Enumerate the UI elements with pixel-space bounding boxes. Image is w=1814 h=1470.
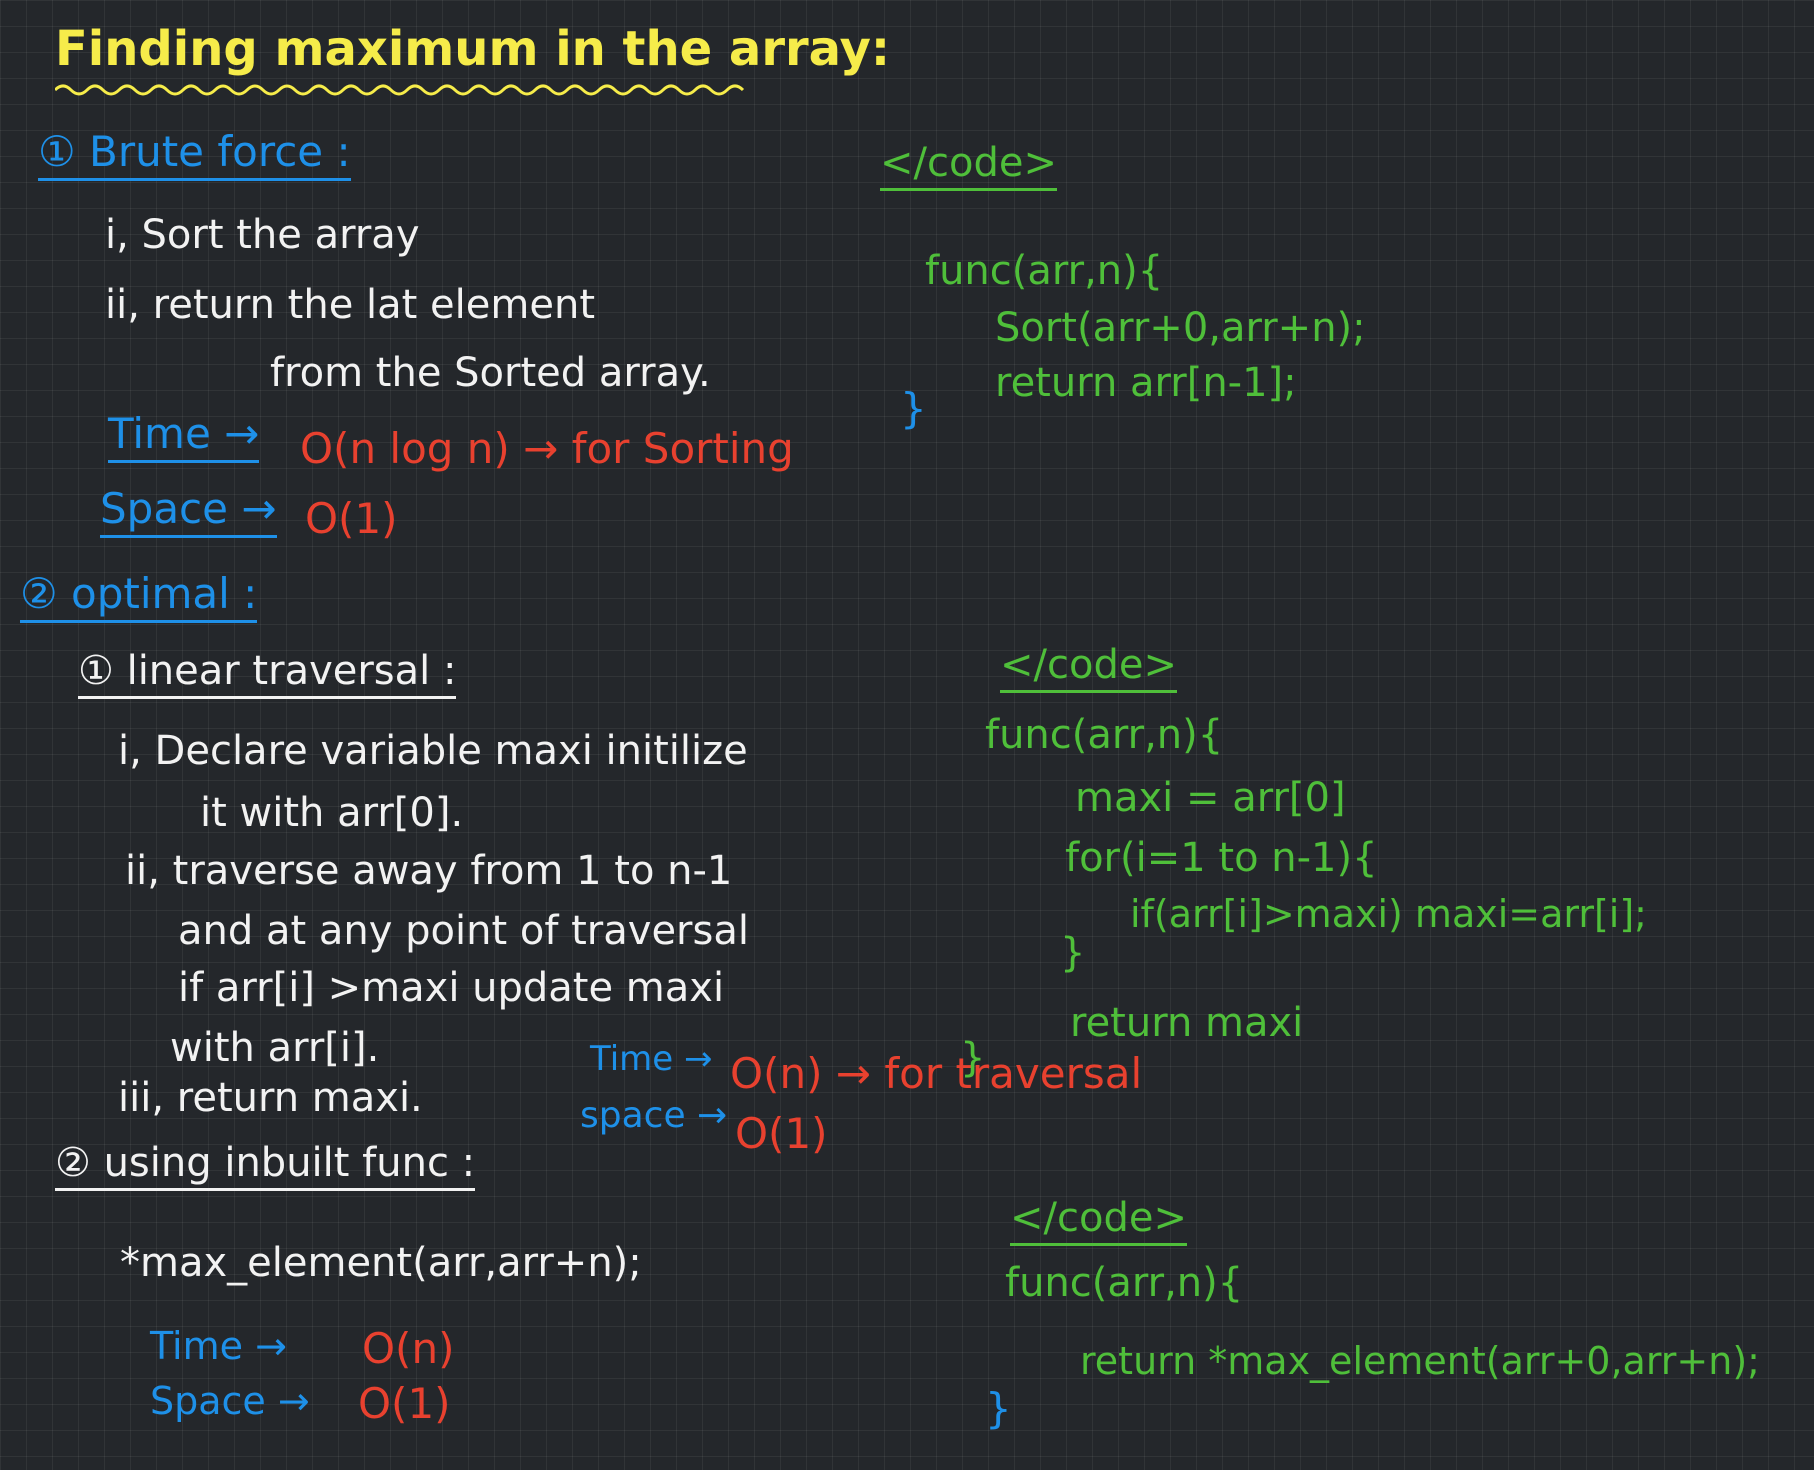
linear-step: i, Declare variable maxi initilize: [118, 728, 748, 774]
brute-time-value: O(n log n) → for Sorting: [300, 424, 794, 473]
linear-code-tag: </code>: [1000, 642, 1177, 693]
brute-code-tag: </code>: [880, 140, 1057, 191]
linear-code-line: for(i=1 to n-1){: [1065, 835, 1378, 881]
brute-code-brace: }: [900, 384, 927, 433]
inbuilt-code-line: func(arr,n){: [1005, 1260, 1244, 1306]
inbuilt-code-brace: }: [985, 1384, 1012, 1433]
linear-step: if arr[i] >maxi update maxi: [178, 965, 725, 1011]
linear-step: and at any point of traversal: [178, 908, 749, 954]
linear-code-line: if(arr[i]>maxi) maxi=arr[i];: [1130, 892, 1647, 936]
linear-code-brace: }: [1060, 930, 1086, 976]
linear-step: it with arr[0].: [200, 790, 464, 836]
linear-code-brace: }: [960, 1035, 986, 1081]
brute-step-1: i, Sort the array: [105, 212, 420, 258]
inbuilt-space-value: O(1): [358, 1379, 451, 1428]
linear-step: ii, traverse away from 1 to n-1: [125, 848, 733, 894]
inbuilt-line: *max_element(arr,arr+n);: [120, 1240, 642, 1286]
page-title: Finding maximum in the array:: [55, 21, 891, 77]
brute-code-line: return arr[n-1];: [995, 360, 1297, 406]
brute-time-label: Time →: [108, 409, 260, 463]
brute-code-line: Sort(arr+0,arr+n);: [995, 305, 1366, 351]
brute-space-value: O(1): [305, 494, 398, 543]
brute-step-2: ii, return the lat element: [105, 282, 595, 328]
linear-step: iii, return maxi.: [118, 1075, 423, 1121]
optimal-heading: ② optimal :: [20, 569, 258, 623]
inbuilt-space-label: Space →: [150, 1379, 310, 1423]
inbuilt-code-tag: </code>: [1010, 1195, 1187, 1246]
linear-code-line: func(arr,n){: [985, 712, 1224, 758]
brute-force-heading: ① Brute force :: [38, 127, 351, 181]
inbuilt-code-line: return *max_element(arr+0,arr+n);: [1080, 1339, 1760, 1383]
inbuilt-time-value: O(n): [362, 1324, 455, 1373]
inbuilt-heading: ② using inbuilt func :: [55, 1140, 476, 1191]
linear-space-label: space →: [580, 1095, 728, 1136]
title-underline: [55, 84, 745, 96]
inbuilt-time-label: Time →: [150, 1324, 287, 1368]
brute-space-label: Space →: [100, 484, 277, 538]
linear-code-line: return maxi: [1070, 1000, 1304, 1046]
linear-time-value: O(n) → for traversal: [730, 1049, 1143, 1098]
brute-step-2-cont: from the Sorted array.: [270, 350, 711, 396]
linear-traversal-heading: ① linear traversal :: [78, 648, 457, 699]
linear-step: with arr[i].: [170, 1025, 380, 1071]
brute-code-line: func(arr,n){: [925, 248, 1164, 294]
linear-code-line: maxi = arr[0]: [1075, 775, 1346, 821]
linear-time-label: Time →: [590, 1039, 713, 1079]
linear-space-value: O(1): [735, 1109, 828, 1158]
